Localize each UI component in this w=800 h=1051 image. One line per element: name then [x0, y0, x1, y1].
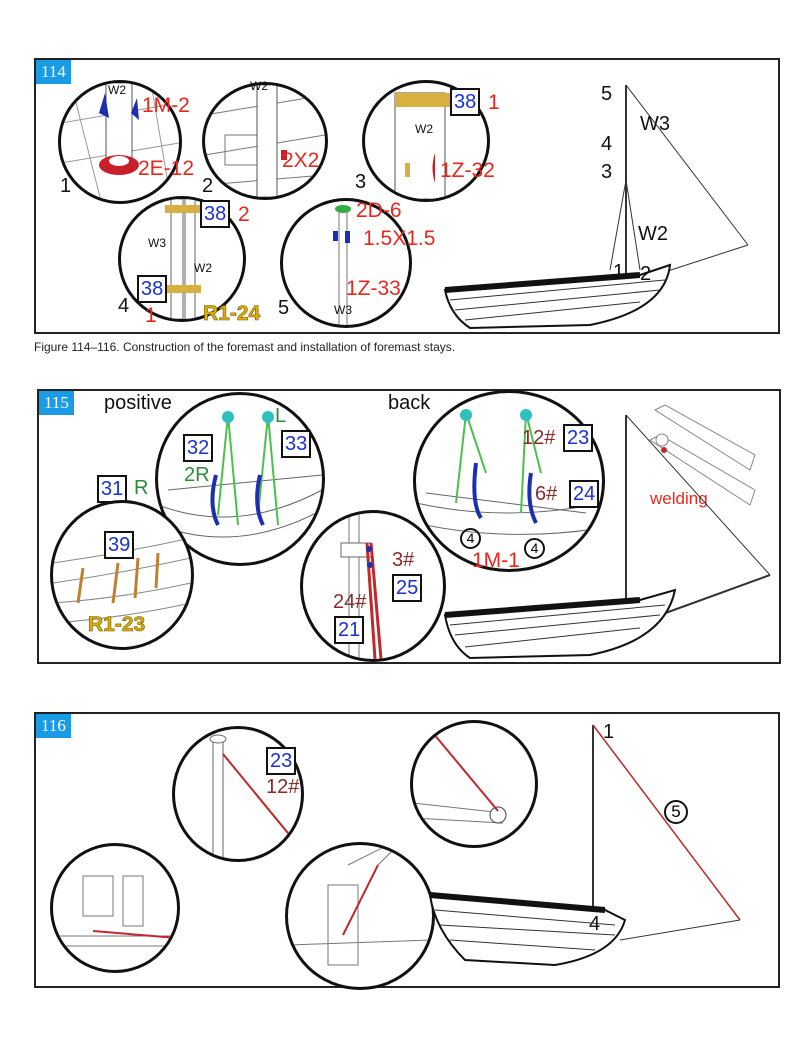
step-label: 1 [60, 175, 72, 197]
ship-illustration [428, 724, 741, 967]
part-box: 38 [137, 275, 168, 303]
part-label: 2D-6 [356, 199, 402, 222]
step-label: 2 [202, 175, 214, 197]
ship-label: 5 [601, 83, 613, 105]
part-box: 32 [183, 434, 214, 462]
mast-label: W2 [415, 122, 433, 136]
detail-circle-masthead [172, 726, 304, 862]
circled-number: 4 [524, 538, 545, 559]
detail-circle-deck [50, 843, 180, 973]
thread-label: 6# [535, 483, 558, 505]
thread-label: 24# [333, 591, 367, 613]
part-label: 1Z-32 [440, 159, 495, 182]
qty-label: 1 [488, 91, 500, 114]
part-label: R1-24 [203, 302, 261, 325]
part-label: 2E-12 [138, 157, 195, 180]
step-number: 114 [36, 60, 71, 84]
ship-label: W3 [640, 113, 670, 135]
part-box: 23 [563, 424, 594, 452]
mast-label: W3 [148, 236, 166, 250]
view-label-positive: positive [104, 392, 172, 414]
part-box: 24 [569, 480, 600, 508]
part-label: 1Z-33 [346, 277, 401, 300]
ship-label: 2 [640, 263, 652, 285]
side-label: R [134, 477, 149, 499]
ship-label: 3 [601, 161, 613, 183]
ship-label: W2 [638, 223, 668, 245]
welding-part-illustration [648, 404, 756, 506]
step-label: 3 [355, 171, 367, 193]
mast-label: W2 [108, 83, 126, 97]
part-label: 1.5X1.5 [363, 227, 436, 250]
qty-label: 2 [238, 203, 250, 226]
detail-circle-39 [50, 500, 194, 650]
ship-label: 4 [589, 913, 601, 935]
ship-label: 4 [601, 133, 613, 155]
step-number: 115 [39, 391, 74, 415]
detail-circle-middle [300, 510, 446, 662]
part-box: 38 [200, 200, 231, 228]
step-number: 116 [36, 714, 71, 738]
part-box: 39 [104, 531, 135, 559]
part-box: 21 [334, 616, 365, 644]
side-label: L [275, 405, 287, 427]
part-box: 23 [266, 747, 297, 775]
part-box: 31 [97, 475, 128, 503]
part-label: 1M-1 [472, 549, 520, 572]
mast-label: W2 [250, 79, 268, 93]
mast-label: W2 [194, 261, 212, 275]
circled-number: 4 [460, 528, 481, 549]
ship-label: 1 [613, 261, 625, 283]
circled-number: 5 [664, 800, 688, 824]
part-label: 1M-2 [142, 94, 190, 117]
view-label-back: back [388, 392, 431, 414]
ship-label: 1 [603, 721, 615, 743]
ship-illustration [443, 414, 771, 660]
thread-label: 3# [392, 549, 415, 571]
detail-circle-bitts [285, 842, 435, 990]
mast-label: W3 [334, 303, 352, 317]
step-label: 4 [118, 295, 130, 317]
part-label: 2X2 [282, 149, 320, 172]
part-box: 38 [450, 88, 481, 116]
welding-label: welding [650, 489, 708, 508]
side-label: 2R [184, 464, 210, 486]
detail-circle-1 [58, 80, 182, 204]
detail-circle-2 [202, 82, 328, 200]
ship-illustration [443, 84, 749, 330]
detail-circle-bowsprit [410, 720, 538, 848]
qty-label: 1 [145, 304, 157, 327]
thread-label: 12# [522, 427, 556, 449]
part-label: R1-23 [88, 613, 146, 636]
part-box: 33 [281, 430, 312, 458]
thread-label: 12# [266, 776, 300, 798]
detail-circle-5 [280, 198, 412, 328]
figure-caption: Figure 114–116. Construction of the fore… [34, 340, 456, 354]
step-label: 5 [278, 297, 290, 319]
part-box: 25 [392, 574, 423, 602]
